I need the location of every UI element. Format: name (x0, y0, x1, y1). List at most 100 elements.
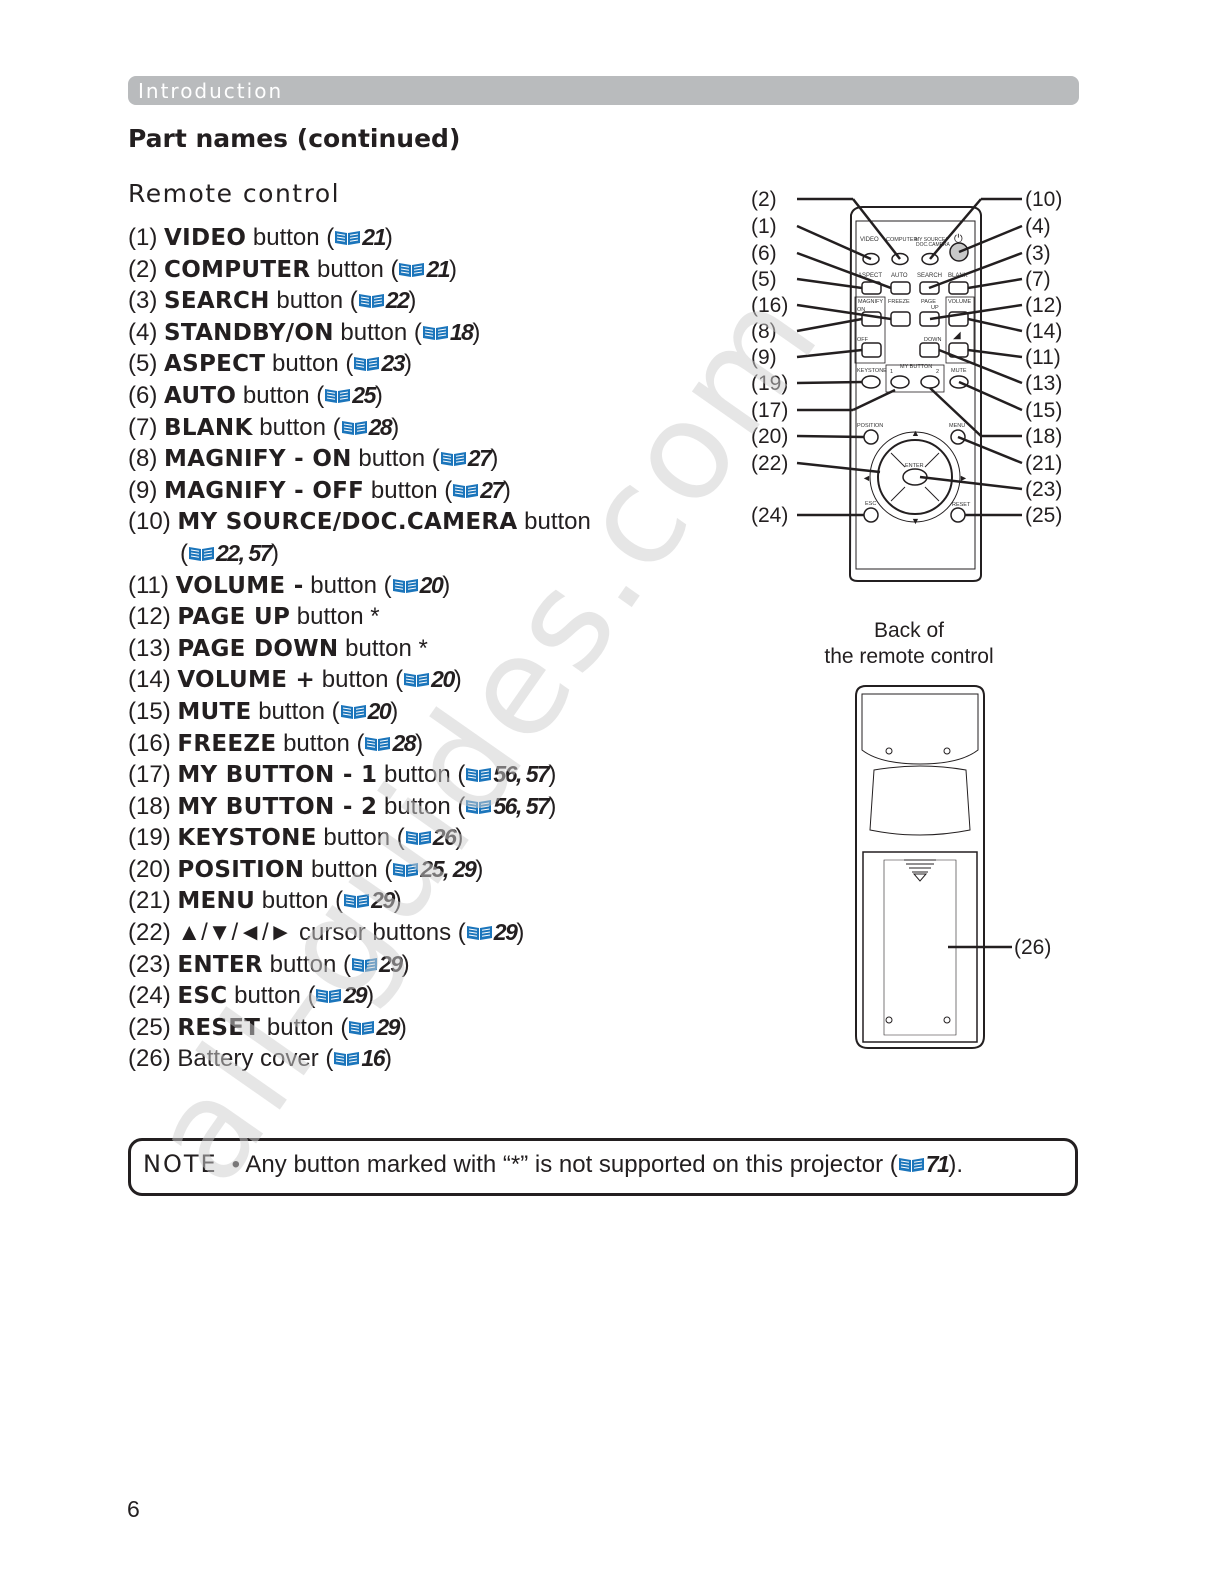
part-number: (16) (128, 729, 171, 757)
part-suffix: button ( (255, 887, 344, 915)
part-suffix-end: ) (374, 381, 383, 409)
part-name: POSITION (177, 856, 305, 883)
callout-label-left: (2) (751, 188, 777, 211)
part-suffix: button ( (265, 350, 354, 378)
book-icon (466, 919, 494, 946)
power-icon: ⏻ (954, 233, 963, 245)
part-suffix: button ( (351, 445, 440, 473)
page-ref[interactable]: 29 (493, 919, 518, 946)
note-ref-book-icon (898, 1151, 926, 1178)
note-text: • Any button marked with “*” is not supp… (231, 1151, 898, 1178)
book-icon (348, 1014, 376, 1041)
callout-label-right: (25) (1025, 504, 1062, 527)
remote-label-aspect: ASPECT (858, 273, 882, 279)
remote-label-enter: ENTER (905, 463, 924, 469)
part-suffix: button ( (315, 666, 404, 694)
part-name: KEYSTONE (177, 825, 317, 852)
battery-cover (862, 851, 978, 1043)
page-ref[interactable]: 27 (467, 445, 492, 472)
part-name: MUTE (177, 698, 252, 725)
part-number: (19) (128, 824, 171, 852)
remote-label-magnify: MAGNIFY (858, 299, 883, 305)
part-number: (11) (128, 571, 169, 599)
part-item: (1) VIDEO button (21) (128, 222, 591, 254)
book-icon (315, 982, 343, 1009)
page-ref[interactable]: 29 (376, 1013, 400, 1040)
page-ref[interactable]: 56, 57 (493, 761, 549, 788)
remote-back-diagram: (26) (855, 685, 1051, 1049)
part-item: (3) SEARCH button (22) (128, 285, 591, 317)
book-icon (465, 793, 493, 820)
page-ref[interactable]: 28 (392, 729, 416, 756)
callout-label-right: (15) (1025, 399, 1062, 422)
part-item: (11) VOLUME - button (20) (128, 570, 591, 602)
page-ref[interactable]: 56, 57 (493, 792, 549, 819)
callout-label-left: (16) (751, 294, 788, 317)
page-ref[interactable]: 21 (362, 224, 386, 250)
page-ref[interactable]: 29 (343, 982, 367, 1009)
page-ref[interactable]: 22 (385, 287, 410, 314)
page-ref[interactable]: 29 (371, 887, 395, 914)
page-ref[interactable]: 23 (381, 350, 405, 377)
remote-btn-blank (948, 281, 969, 295)
page-ref[interactable]: 25 (352, 381, 376, 408)
remote-label-search: SEARCH (917, 273, 942, 279)
part-suffix-end: ) (403, 350, 412, 378)
note-ref[interactable]: 71 (925, 1151, 950, 1177)
part-suffix: button ( (377, 761, 466, 789)
back-caption-line1: Back of (873, 619, 945, 642)
part-suffix-end: ) (453, 666, 462, 694)
remote-btn-page-up (919, 311, 940, 327)
remote-label-on: ON (857, 307, 865, 313)
page-ref[interactable]: 20 (431, 666, 455, 693)
book-icon (364, 730, 392, 757)
page-ref[interactable]: 27 (480, 476, 504, 503)
part-number: (12) (128, 603, 171, 631)
page-ref[interactable]: 16 (361, 1045, 385, 1072)
page-ref[interactable]: 29 (379, 950, 403, 977)
remote-label-menu: MENU (949, 423, 965, 429)
part-number: (22) (128, 919, 171, 947)
book-icon (334, 224, 362, 251)
part-name: FREEZE (177, 730, 277, 757)
part-suffix: button ( (252, 413, 341, 441)
part-item: (25) RESET button (29) (128, 1012, 591, 1044)
page-ref[interactable]: 25, 29 (420, 855, 476, 882)
part-number: (23) (128, 950, 171, 978)
page-ref[interactable]: 20 (419, 571, 444, 598)
remote-label-page: PAGE (921, 299, 936, 305)
part-suffix: button ( (236, 381, 325, 409)
part-number: (20) (128, 855, 171, 883)
part-suffix-end: ) (490, 445, 499, 473)
part-number: (3) (128, 287, 158, 315)
part-number: (4) (128, 318, 158, 346)
part-name: MY BUTTON - 2 (177, 793, 378, 820)
part-number: (15) (128, 697, 171, 725)
part-item: (8) MAGNIFY - ON button (27) (128, 443, 591, 475)
section-title: Introduction (138, 79, 284, 103)
note-label: NOTE (143, 1150, 218, 1178)
part-suffix-end: ) (391, 413, 400, 441)
part-suffix: button ( (227, 982, 316, 1010)
part-suffix-end: ) (442, 571, 451, 599)
remote-btn-reset (950, 507, 966, 523)
remote-btn-auto (890, 281, 911, 295)
page-ref[interactable]: 28 (368, 413, 393, 440)
callout-labels: (2)(1)(6)(5)(16)(8)(9)(19)(17)(20)(22)(2… (751, 188, 1062, 527)
remote-label-reset: RESET (952, 502, 971, 508)
part-item: (9) MAGNIFY - OFF button (27) (128, 475, 591, 507)
page-ref[interactable]: 22, 57 (216, 539, 272, 566)
remote-label-mute: MUTE (951, 368, 967, 374)
book-icon (440, 445, 468, 472)
page-ref[interactable]: 26 (432, 824, 457, 851)
page-ref[interactable]: 21 (426, 255, 450, 282)
part-name: MAGNIFY - ON (164, 446, 352, 473)
page-ref[interactable]: 18 (449, 318, 474, 345)
part-suffix: button ( (276, 729, 365, 757)
remote-label-my-source: MY SOURCE/ (915, 237, 947, 243)
up-arrow-icon: ▲ (911, 428, 920, 438)
part-item: (14) VOLUME + button (20) (128, 664, 591, 696)
page-ref[interactable]: 20 (367, 697, 392, 724)
remote-label-two: 2 (936, 369, 939, 375)
right-arrow-icon: ► (959, 473, 968, 483)
